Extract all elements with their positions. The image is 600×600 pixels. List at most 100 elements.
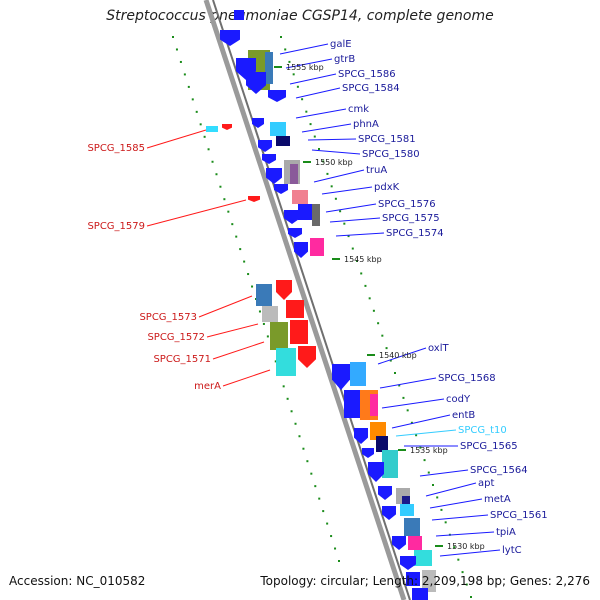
- guide-dot-outer: [423, 459, 426, 462]
- leader-line: [419, 469, 469, 477]
- feature-block: [256, 284, 272, 306]
- guide-dot-inner: [322, 510, 325, 513]
- guide-dot-inner: [262, 322, 265, 325]
- gene-label-spcg_t10: SPCG_t10: [458, 425, 507, 436]
- guide-dot-outer: [322, 160, 325, 163]
- gene-label-spcg_1586: SPCG_1586: [338, 69, 396, 80]
- feature-block: [234, 10, 244, 20]
- leader-line: [329, 217, 381, 223]
- guide-dot-inner: [187, 85, 190, 88]
- guide-dot-outer: [284, 48, 287, 51]
- guide-dot-inner: [172, 36, 174, 38]
- feature-arrow: [332, 364, 350, 390]
- feature-arrow: [400, 556, 416, 570]
- feature-block: [276, 348, 296, 376]
- leader-line: [335, 232, 385, 237]
- guide-dot-inner: [243, 260, 246, 263]
- guide-dot-outer: [465, 583, 468, 586]
- feature-block: [408, 536, 422, 550]
- feature-block: [376, 436, 388, 452]
- guide-dot-outer: [280, 36, 282, 38]
- guide-dot-inner: [247, 273, 250, 276]
- gene-label-meta: metA: [484, 494, 511, 505]
- guide-dot-inner: [274, 360, 277, 363]
- feature-arrow: [378, 486, 392, 500]
- leader-line: [435, 531, 495, 537]
- guide-dot-inner: [183, 73, 186, 76]
- guide-dot-inner: [266, 335, 269, 338]
- feature-block: [292, 190, 308, 204]
- gene-label-spcg_1580: SPCG_1580: [362, 149, 420, 160]
- guide-dot-outer: [368, 297, 371, 300]
- leader-line: [198, 295, 253, 318]
- label-leaders: [146, 43, 501, 557]
- feature-arrow: [222, 124, 232, 130]
- gene-label-spcg_1584: SPCG_1584: [342, 83, 400, 94]
- guide-dot-outer: [347, 235, 350, 238]
- gene-label-cody: codY: [446, 394, 471, 405]
- guide-dot-outer: [402, 396, 405, 399]
- feature-arrow: [252, 118, 264, 128]
- guide-dot-inner: [199, 123, 202, 126]
- scale-tick-label: 1555 kbp: [286, 63, 324, 72]
- guide-dot-outer: [301, 98, 304, 101]
- guide-dot-inner: [286, 397, 289, 400]
- feature-block: [344, 390, 360, 418]
- leader-line: [295, 108, 347, 119]
- guide-dot-outer: [326, 172, 329, 175]
- leader-line: [289, 73, 337, 85]
- guide-dot-inner: [195, 110, 198, 113]
- scale-tick-label: 1540 kbp: [379, 351, 417, 360]
- feature-arrow: [284, 210, 300, 224]
- guide-dot-outer: [288, 60, 291, 63]
- leader-line: [222, 369, 271, 387]
- feature-block: [404, 518, 420, 536]
- guide-dot-outer: [432, 484, 434, 486]
- guide-dot-outer: [305, 110, 308, 113]
- guide-dot-outer: [470, 596, 472, 598]
- feature-block: [412, 588, 428, 600]
- gene-label-spcg_1561: SPCG_1561: [490, 510, 548, 521]
- feature-arrow: [362, 448, 374, 458]
- gene-label-pdxk: pdxK: [374, 182, 400, 193]
- feature-block: [206, 126, 218, 132]
- leader-line: [395, 429, 457, 437]
- feature-block: [370, 394, 378, 416]
- guide-dot-inner: [330, 535, 333, 538]
- gene-label-spcg_1576: SPCG_1576: [378, 199, 436, 210]
- feature-arrow: [288, 228, 302, 238]
- feature-block: [402, 496, 410, 506]
- feature-arrow: [248, 196, 260, 202]
- guide-dot-outer: [444, 521, 447, 524]
- leader-line: [301, 123, 352, 133]
- guide-dot-outer: [419, 446, 422, 449]
- feature-arrow: [262, 154, 276, 164]
- guide-dot-inner: [282, 385, 285, 388]
- guide-dot-inner: [334, 547, 337, 550]
- topology-text: Topology: circular; Length: 2,209,198 bp…: [260, 574, 590, 588]
- gene-label-entb: entB: [452, 410, 475, 421]
- guide-dot-outer: [334, 197, 337, 200]
- guide-dot-outer: [398, 384, 401, 387]
- feature-block: [290, 320, 308, 344]
- feature-arrow: [294, 242, 308, 258]
- guide-dot-outer: [318, 148, 320, 150]
- leader-line: [313, 169, 365, 183]
- guide-dot-inner: [258, 310, 261, 313]
- gene-label-trua: truA: [366, 165, 387, 176]
- guide-dot-outer: [292, 73, 295, 76]
- leader-line: [321, 186, 373, 195]
- feature-block: [298, 204, 312, 220]
- guide-dot-outer: [377, 322, 380, 325]
- map-title: Streptococcus pneumoniae CGSP14, complet…: [106, 8, 494, 24]
- guide-dot-inner: [290, 410, 293, 413]
- feature-blocks: [206, 10, 436, 600]
- guide-dot-inner: [338, 560, 340, 562]
- guide-dot-inner: [298, 435, 301, 438]
- leader-line: [311, 149, 361, 155]
- guide-dot-outer: [453, 546, 456, 549]
- leader-line: [295, 87, 341, 99]
- leader-line: [285, 58, 333, 69]
- guide-dot-outer: [339, 210, 342, 213]
- guide-dot-inner: [175, 48, 178, 51]
